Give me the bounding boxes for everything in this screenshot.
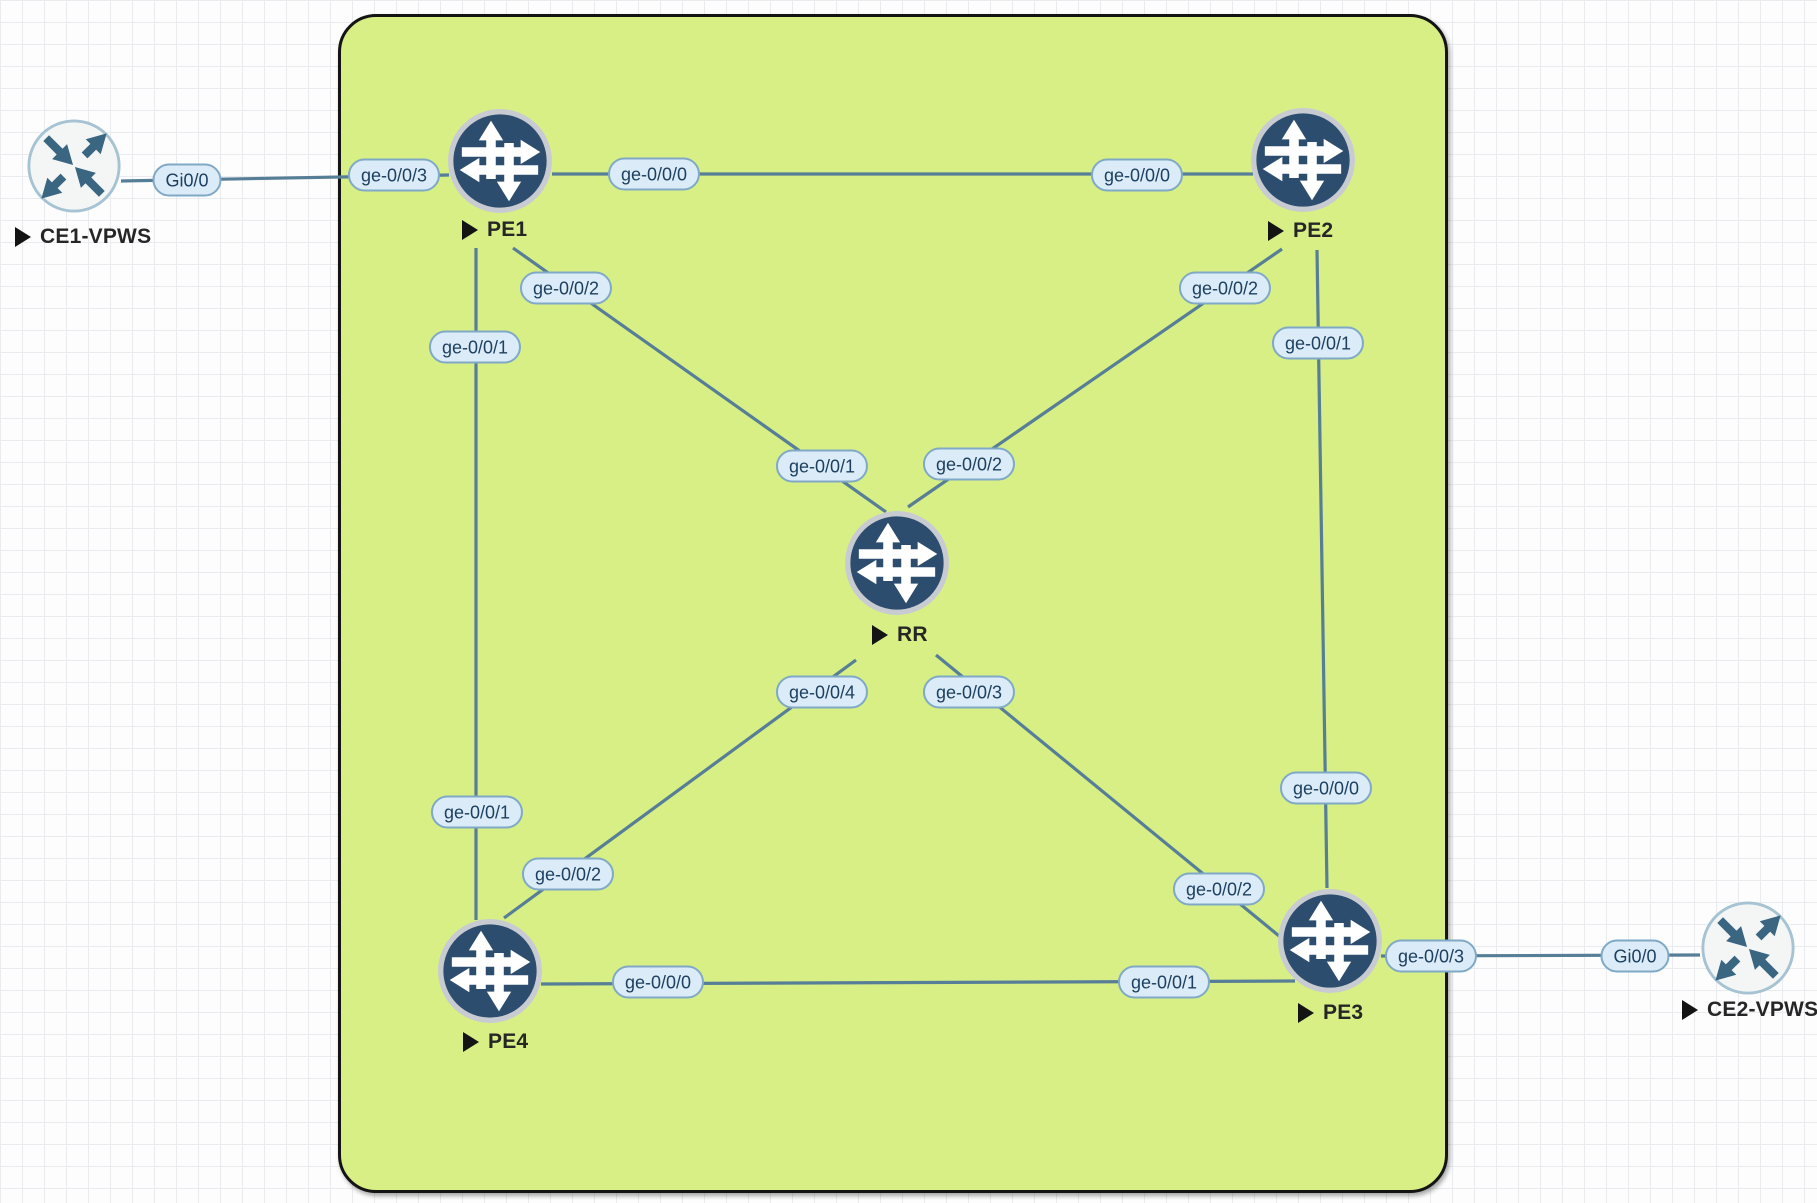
node-label-PE4[interactable]: PE4: [463, 1030, 528, 1054]
interface-label-ge-0/0/1[interactable]: ge-0/0/1: [775, 449, 869, 483]
node-label-CE1-VPWS[interactable]: CE1-VPWS: [15, 225, 151, 249]
node-RR[interactable]: [844, 510, 950, 616]
node-PE2[interactable]: [1250, 107, 1356, 213]
node-label-RR[interactable]: RR: [872, 623, 928, 647]
play-triangle-icon: [1298, 1003, 1314, 1023]
play-triangle-icon: [872, 625, 888, 645]
node-PE3[interactable]: [1277, 888, 1383, 994]
interface-label-ge-0/0/1[interactable]: ge-0/0/1: [1117, 965, 1211, 999]
interface-label-Gi0/0[interactable]: Gi0/0: [152, 163, 222, 197]
interface-label-ge-0/0/2[interactable]: ge-0/0/2: [519, 271, 613, 305]
interface-label-ge-0/0/3[interactable]: ge-0/0/3: [347, 158, 441, 192]
interface-label-ge-0/0/1[interactable]: ge-0/0/1: [430, 795, 524, 829]
juniper-router-icon: [1251, 108, 1355, 212]
interface-label-ge-0/0/2[interactable]: ge-0/0/2: [1178, 271, 1272, 305]
interface-label-ge-0/0/3[interactable]: ge-0/0/3: [922, 675, 1016, 709]
node-label-CE2-VPWS[interactable]: CE2-VPWS: [1682, 998, 1817, 1022]
interface-label-ge-0/0/2[interactable]: ge-0/0/2: [521, 857, 615, 891]
node-CE1-VPWS[interactable]: [26, 118, 122, 214]
node-name-text: RR: [897, 623, 928, 646]
juniper-router-icon: [1278, 889, 1382, 993]
interface-label-ge-0/0/1[interactable]: ge-0/0/1: [1271, 326, 1365, 360]
interface-label-ge-0/0/0[interactable]: ge-0/0/0: [1279, 771, 1373, 805]
interface-label-ge-0/0/0[interactable]: ge-0/0/0: [607, 157, 701, 191]
play-triangle-icon: [462, 220, 478, 240]
interface-label-ge-0/0/4[interactable]: ge-0/0/4: [775, 675, 869, 709]
node-name-text: PE3: [1323, 1001, 1364, 1024]
juniper-router-icon: [845, 511, 949, 615]
play-triangle-icon: [1682, 1000, 1698, 1020]
juniper-router-icon: [438, 919, 542, 1023]
interface-label-ge-0/0/0[interactable]: ge-0/0/0: [611, 965, 705, 999]
node-name-text: PE2: [1293, 219, 1334, 242]
interface-label-ge-0/0/3[interactable]: ge-0/0/3: [1384, 939, 1478, 973]
cisco-router-icon: [1701, 901, 1795, 995]
node-PE4[interactable]: [437, 918, 543, 1024]
interface-label-ge-0/0/1[interactable]: ge-0/0/1: [428, 330, 522, 364]
interface-label-ge-0/0/2[interactable]: ge-0/0/2: [1172, 872, 1266, 906]
interface-label-ge-0/0/2[interactable]: ge-0/0/2: [922, 447, 1016, 481]
node-name-text: PE4: [488, 1030, 529, 1053]
play-triangle-icon: [1268, 221, 1284, 241]
node-name-text: CE1-VPWS: [40, 225, 152, 248]
node-name-text: CE2-VPWS: [1707, 998, 1817, 1021]
node-label-PE2[interactable]: PE2: [1268, 219, 1333, 243]
node-PE1[interactable]: [447, 108, 553, 214]
node-label-PE1[interactable]: PE1: [462, 218, 527, 242]
play-triangle-icon: [15, 227, 31, 247]
interface-label-ge-0/0/0[interactable]: ge-0/0/0: [1090, 158, 1184, 192]
node-name-text: PE1: [487, 218, 528, 241]
play-triangle-icon: [463, 1032, 479, 1052]
node-label-PE3[interactable]: PE3: [1298, 1001, 1363, 1025]
cisco-router-icon: [27, 119, 121, 213]
node-CE2-VPWS[interactable]: [1700, 900, 1796, 996]
interface-label-Gi0/0[interactable]: Gi0/0: [1600, 939, 1670, 973]
juniper-router-icon: [448, 109, 552, 213]
